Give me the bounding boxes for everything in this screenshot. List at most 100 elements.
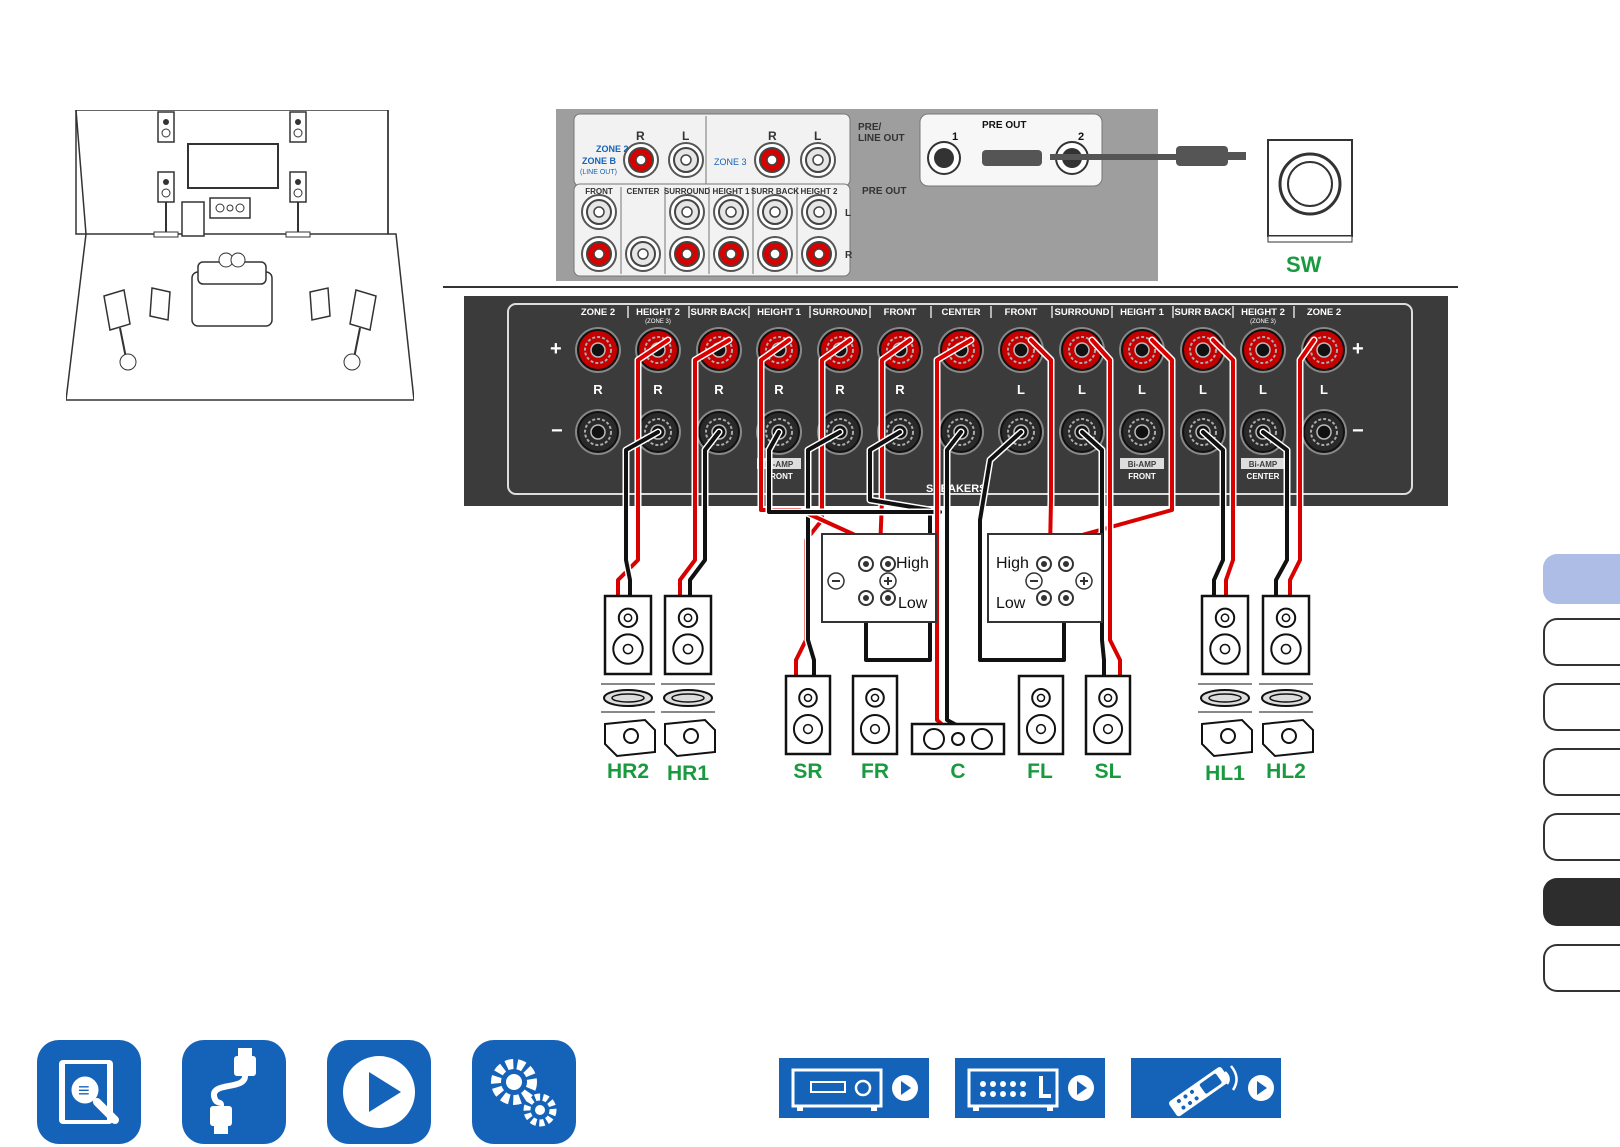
terminal-minus-9	[1119, 409, 1165, 455]
zone3-label: ZONE 3	[714, 157, 747, 167]
hr1-speaker	[663, 594, 713, 676]
side-tab-2[interactable]	[1543, 618, 1620, 666]
speakers-label: SPEAKERS	[926, 483, 987, 495]
biamp-sub-2: CENTER	[1247, 472, 1280, 481]
hr1-ceiling	[661, 683, 715, 713]
zone2-label-1: ZONE 2	[596, 144, 629, 154]
terminal-header-8: SURROUND	[1055, 307, 1110, 318]
channel-label-11: L	[1259, 382, 1267, 397]
play-icon	[343, 1056, 415, 1128]
zone3-l-jack	[800, 142, 836, 178]
lower-r-label: R	[845, 250, 853, 261]
pre-line-out-label-2: LINE OUT	[858, 133, 905, 144]
room-speaker-center	[209, 197, 251, 219]
lower-jack-top-3	[713, 194, 749, 230]
side-tab-6[interactable]	[1543, 878, 1620, 926]
hr2-ceiling	[601, 683, 655, 713]
setup-button[interactable]	[472, 1040, 576, 1144]
front-panel-icon	[791, 1068, 918, 1111]
zone2-l-label: L	[682, 129, 689, 143]
pre-out-label: PRE OUT	[862, 186, 906, 197]
terminal-plus-2	[696, 327, 742, 373]
speaker-label-hl1: HL1	[1205, 762, 1245, 785]
biamp-label-0: Bi-AMP	[765, 460, 794, 469]
biamp-label-2: Bi-AMP	[1249, 460, 1278, 469]
preout-header-4: SURR BACK	[751, 187, 799, 196]
speaker-label-fl: FL	[1027, 760, 1053, 783]
zone2-r-label: R	[636, 129, 645, 143]
channel-label-0: R	[593, 382, 603, 397]
cable-hl1-plus	[1211, 338, 1235, 602]
lower-jack-top-5	[801, 194, 837, 230]
connections-button[interactable]	[182, 1040, 286, 1144]
hl1-ceiling	[1198, 683, 1252, 713]
channel-label-8: L	[1078, 382, 1086, 397]
biamp-label-1: Bi-AMP	[1128, 460, 1157, 469]
speaker-label-c: C	[950, 760, 965, 783]
room-speaker-height-left	[157, 111, 175, 143]
cable-hr1-minus	[688, 430, 721, 602]
terminal-plus-6	[938, 327, 984, 373]
rear-panel-button[interactable]	[955, 1058, 1105, 1118]
speaker-label-fr: FR	[861, 760, 889, 783]
svg-text:≡: ≡	[78, 1080, 90, 1102]
sub-pre-out-label: PRE OUT	[982, 120, 1026, 131]
zone3-l-label: L	[814, 129, 821, 143]
terminal-minus-12	[1301, 409, 1347, 455]
lower-jack-bottom-1	[625, 236, 661, 272]
manual-search-button[interactable]: ≡	[37, 1040, 141, 1144]
side-tab-5[interactable]	[1543, 813, 1620, 861]
subwoofer-label: SW	[1286, 252, 1322, 277]
room-speaker-front-right	[285, 171, 311, 238]
channel-label-4: R	[835, 382, 845, 397]
channel-label-2: R	[714, 382, 724, 397]
manual-search-icon: ≡	[59, 1060, 119, 1124]
side-tab-7[interactable]	[1543, 944, 1620, 992]
lower-jack-bottom-5	[801, 236, 837, 272]
sub-jack-1-label: 1	[952, 131, 958, 143]
remote-control-button[interactable]	[1131, 1058, 1281, 1118]
room-subwoofer	[181, 201, 205, 237]
terminal-plus-11	[1240, 327, 1286, 373]
lower-jack-top-2	[669, 194, 705, 230]
rear-panel-icon	[967, 1068, 1094, 1111]
hl1-speaker	[1200, 594, 1250, 676]
plus-left: +	[550, 338, 562, 360]
zone3-r-jack	[754, 142, 790, 178]
side-tab-4[interactable]	[1543, 748, 1620, 796]
cable-fl-high-plus	[1029, 338, 1053, 552]
speaker-label-hr2: HR2	[607, 760, 649, 783]
cable-fr-high-plus	[878, 338, 912, 552]
fr-speaker	[851, 674, 899, 756]
center-speaker	[910, 722, 1006, 756]
cable-hr2-minus	[624, 430, 660, 602]
preout-header-0: FRONT	[585, 187, 613, 196]
room-speaker-height-right	[289, 111, 307, 143]
channel-label-10: L	[1199, 382, 1207, 397]
side-tab-3[interactable]	[1543, 683, 1620, 731]
remote-control-icon	[1131, 1058, 1281, 1118]
channel-label-7: L	[1017, 382, 1025, 397]
hl2-speaker	[1261, 594, 1311, 676]
plus-right: +	[1352, 338, 1364, 360]
terminal-header-5: FRONT	[884, 307, 917, 318]
hl2-ceiling	[1259, 683, 1313, 713]
hl2-enabled	[1262, 718, 1314, 758]
cable-sr-minus	[806, 430, 842, 678]
cable-fl-biamp-plus	[1062, 338, 1174, 542]
minus-right: −	[1352, 420, 1364, 442]
terminal-header-0: ZONE 2	[581, 307, 615, 318]
settings-gears-icon	[491, 1059, 557, 1127]
cable-connection-icon	[210, 1048, 256, 1134]
cable-hl2-plus	[1288, 338, 1316, 602]
front-panel-button[interactable]	[779, 1058, 929, 1118]
playback-button[interactable]	[327, 1040, 431, 1144]
cable-fl-low-minus	[978, 430, 1066, 662]
hr2-speaker	[603, 594, 653, 676]
side-tab-1[interactable]	[1543, 554, 1620, 604]
fl-speaker	[1017, 674, 1065, 756]
zone2-l-jack	[668, 142, 704, 178]
zone2-label-3: (LINE OUT)	[580, 169, 617, 176]
